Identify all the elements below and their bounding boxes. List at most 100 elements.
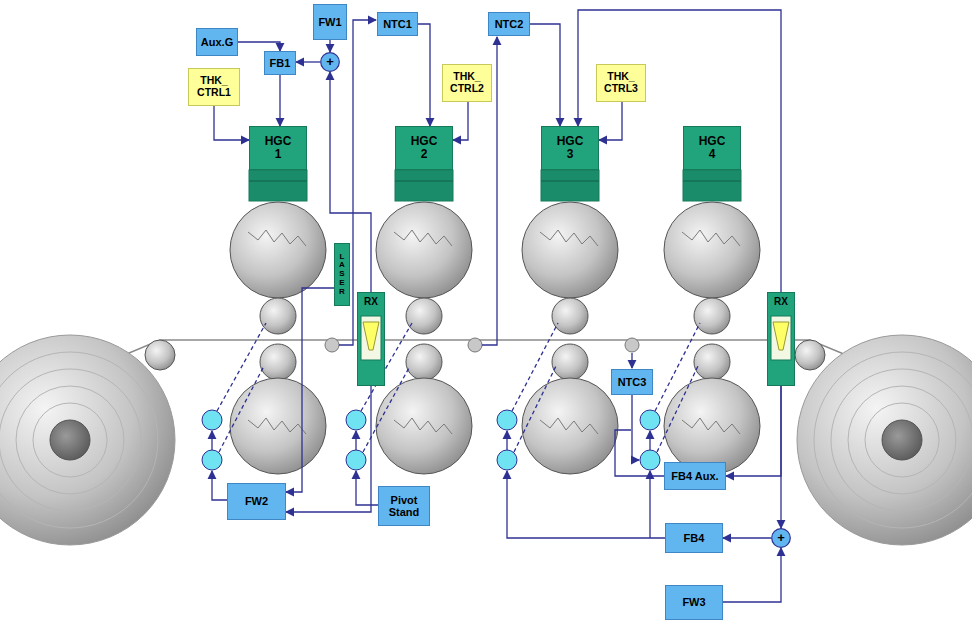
coil (0, 335, 175, 545)
node-label: NTC2 (495, 18, 524, 30)
actuator-circle (497, 450, 517, 470)
dashed-link (657, 366, 698, 452)
work-roll (552, 298, 588, 334)
node-label: FB1 (270, 57, 291, 69)
xray-gauge: RX (357, 292, 385, 386)
actuator-circle (346, 410, 366, 430)
roll-shading (540, 230, 598, 246)
signal-box: FW3 (665, 585, 723, 620)
signal-connector (329, 40, 330, 52)
deflector-roll (795, 340, 825, 370)
signal-connector (279, 75, 280, 126)
node-label: FB4 (684, 532, 705, 544)
signal-connector (214, 106, 249, 140)
node-label: HGC 2 (409, 135, 439, 161)
roll-shading (248, 230, 306, 246)
actuator-link (649, 431, 650, 450)
signal-connector (418, 24, 430, 126)
work-roll (694, 344, 730, 380)
signal-box: FB4 (665, 523, 723, 553)
deflector-roll (145, 340, 175, 370)
node-label: Pivot Stand (379, 494, 429, 518)
signal-box: NTC1 (377, 12, 418, 36)
node-label: THK_ CTRL2 (443, 71, 491, 94)
signal-box: FB1 (264, 51, 296, 75)
actuator-circle (640, 450, 660, 470)
backup-roll (664, 202, 760, 298)
gauge-cylinder: HGC 4 (683, 126, 741, 170)
cylinder-body (541, 170, 599, 201)
signal-connector (238, 42, 280, 51)
xray-beam (773, 322, 789, 350)
node-label: NTC1 (383, 18, 412, 30)
actuator-circle (202, 410, 222, 430)
cylinder-line (541, 181, 599, 182)
node-label: + (326, 55, 334, 69)
sum-outline (321, 53, 340, 72)
work-roll (406, 298, 442, 334)
gauge-window (771, 316, 791, 360)
laser-sensor: LASER (334, 243, 350, 306)
node-label: FW2 (245, 495, 268, 507)
signal-line (356, 471, 380, 505)
signal-box: NTC3 (611, 369, 653, 395)
gauge-cylinder: HGC 3 (541, 126, 599, 170)
node-label: HGC 3 (555, 135, 585, 161)
coil-wrap (0, 369, 141, 511)
sum-junction: + (320, 52, 340, 72)
signal-connector (723, 548, 781, 602)
signal-box: FB4 Aux. (664, 462, 726, 490)
cylinder-body (395, 170, 453, 201)
signal-box: NTC2 (488, 12, 530, 36)
signal-connector (453, 102, 468, 140)
gauge-outline (768, 293, 795, 386)
actuator-link (355, 431, 356, 450)
coil-wrap (33, 403, 107, 477)
work-roll (260, 298, 296, 334)
backup-roll (664, 378, 760, 474)
node-label: Aux.G (201, 36, 233, 48)
node-label: LASER (338, 253, 346, 297)
signal-connector (530, 24, 560, 126)
node-label: THK_ CTRL3 (597, 71, 645, 94)
coil-wrap (16, 386, 124, 494)
roll-shading (248, 418, 306, 434)
actuator-circle (202, 450, 222, 470)
signal-line (631, 353, 632, 368)
signal-connector (286, 288, 334, 492)
node-label: RX (364, 296, 378, 307)
node-label: FW3 (682, 596, 705, 608)
backup-roll (522, 378, 618, 474)
coil-wrap (865, 403, 939, 477)
backup-roll (522, 202, 618, 298)
coil-wrap (831, 369, 972, 511)
cylinder-line (249, 181, 307, 182)
signal-line (507, 471, 665, 538)
gauge-cylinder: HGC 1 (249, 126, 307, 170)
dashed-link (512, 323, 558, 411)
signal-line (212, 471, 227, 500)
actuator-circle (346, 450, 366, 470)
node-label: + (777, 531, 785, 545)
signal-box: Aux.G (196, 28, 238, 56)
node-label: FB4 Aux. (671, 470, 718, 482)
dashed-link (219, 366, 264, 452)
dashed-link (217, 323, 266, 411)
cylinder-body (249, 170, 307, 201)
signal-line (649, 471, 650, 538)
node-label: RX (774, 296, 788, 307)
signal-connector (296, 61, 320, 62)
gauge-cylinder: HGC 2 (395, 126, 453, 170)
node-label: HGC 1 (263, 135, 293, 161)
roll-shading (540, 418, 598, 434)
sensor (468, 338, 482, 352)
signal-connector (726, 386, 781, 476)
node-label: FW1 (318, 16, 341, 28)
coil-wrap (848, 386, 956, 494)
gauge-window (361, 316, 381, 360)
dashed-link (514, 366, 556, 452)
coil (797, 335, 972, 545)
signal-connector (599, 102, 622, 140)
coil-wrap (0, 352, 158, 528)
work-roll (260, 344, 296, 380)
